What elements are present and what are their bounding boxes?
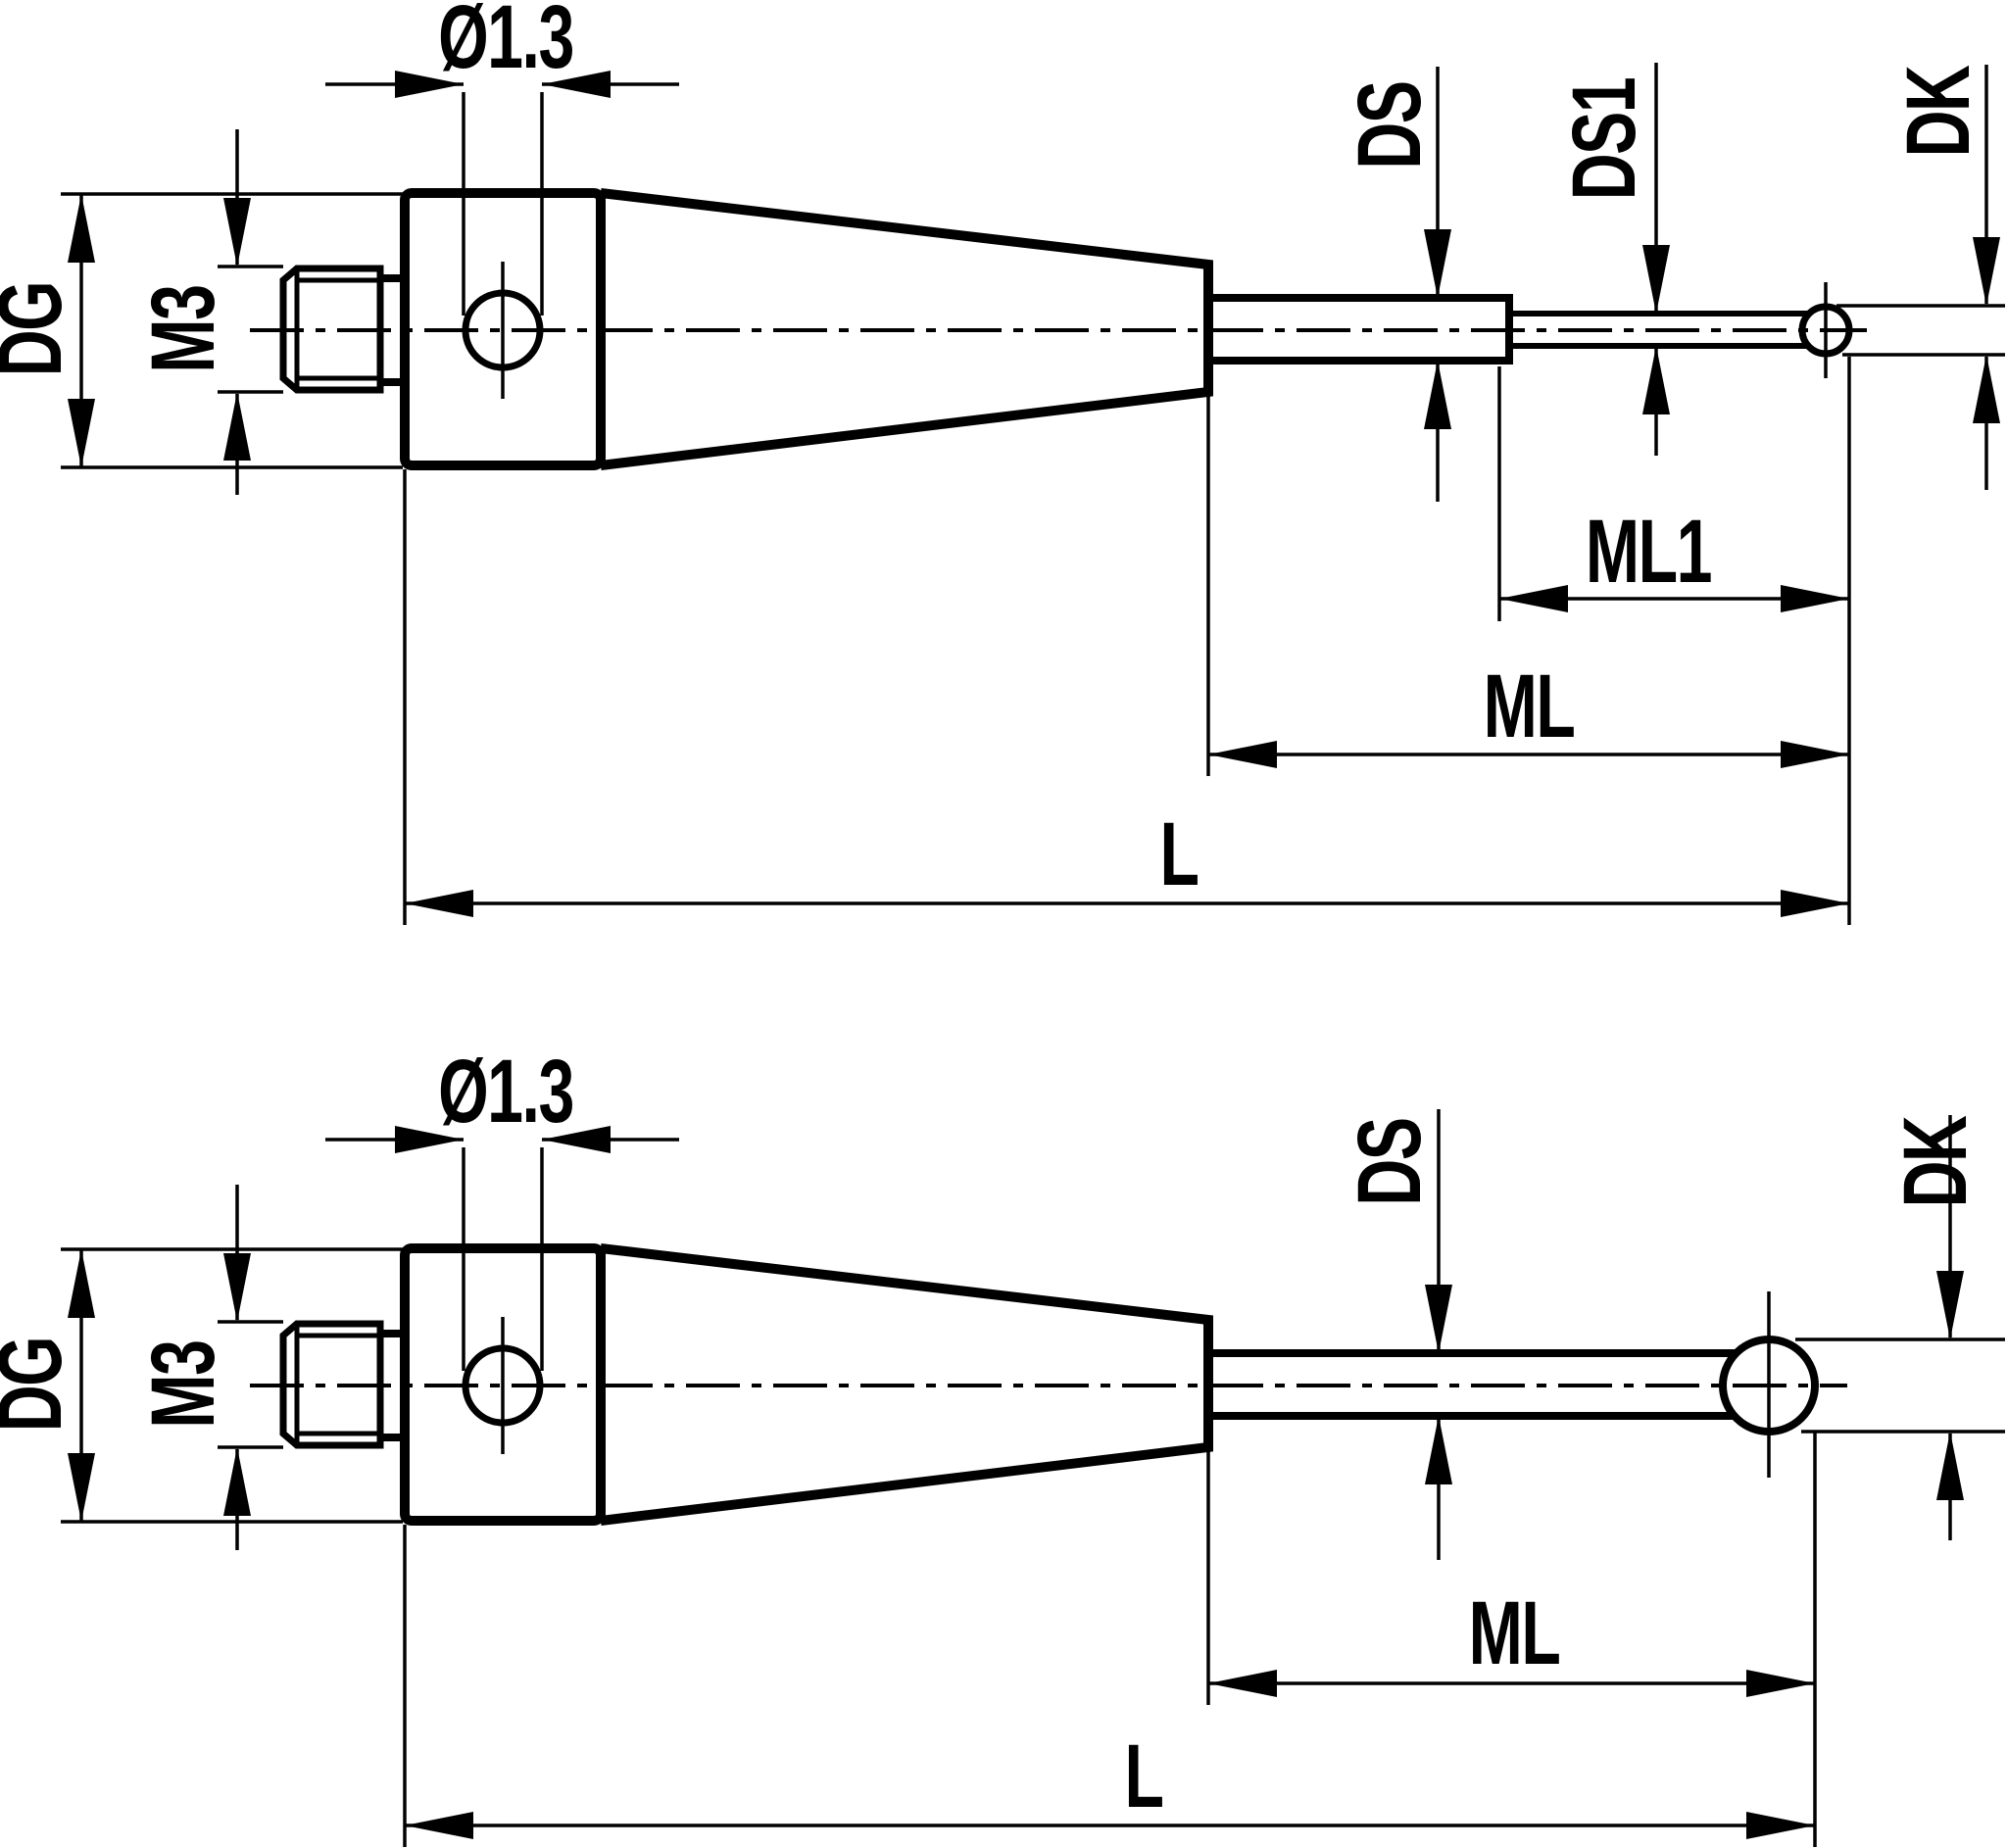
arrowhead <box>1642 245 1670 314</box>
arrowhead <box>1746 1670 1815 1697</box>
arrowhead <box>223 198 251 267</box>
arrowhead <box>405 1812 473 1839</box>
arrowhead <box>1424 229 1451 298</box>
arrowhead <box>1936 1432 1964 1500</box>
arrowhead <box>1936 1271 1964 1339</box>
view-stylus-stepped-tip <box>61 63 2005 925</box>
arrowhead <box>405 890 473 917</box>
arrowhead <box>1781 585 1849 612</box>
arrowhead <box>542 1126 611 1153</box>
arrowhead <box>1208 1670 1277 1697</box>
arrowhead <box>542 71 611 98</box>
arrowhead <box>1973 355 2000 423</box>
arrowhead <box>395 1126 464 1153</box>
view-stylus-straight-stem <box>61 1109 2005 1847</box>
arrowhead <box>1425 1285 1452 1353</box>
arrowhead <box>223 1447 251 1516</box>
arrowhead <box>1642 346 1670 414</box>
arrowhead <box>1499 585 1568 612</box>
taper-cone <box>600 1243 1213 1526</box>
arrowhead <box>68 194 95 263</box>
arrowhead <box>1781 890 1849 917</box>
arrowhead <box>1208 741 1277 768</box>
arrowhead <box>1973 237 2000 306</box>
arrowhead <box>1746 1812 1815 1839</box>
arrowhead <box>1781 741 1849 768</box>
arrowhead <box>1424 361 1451 429</box>
arrowhead <box>395 71 464 98</box>
thread-m3 <box>279 1320 384 1449</box>
thread-m3 <box>279 265 384 394</box>
arrowhead <box>68 399 95 467</box>
arrowhead <box>223 1253 251 1322</box>
arrowhead <box>1425 1416 1452 1484</box>
arrowhead <box>223 392 251 461</box>
arrowhead <box>68 1453 95 1522</box>
arrowhead <box>68 1249 95 1318</box>
